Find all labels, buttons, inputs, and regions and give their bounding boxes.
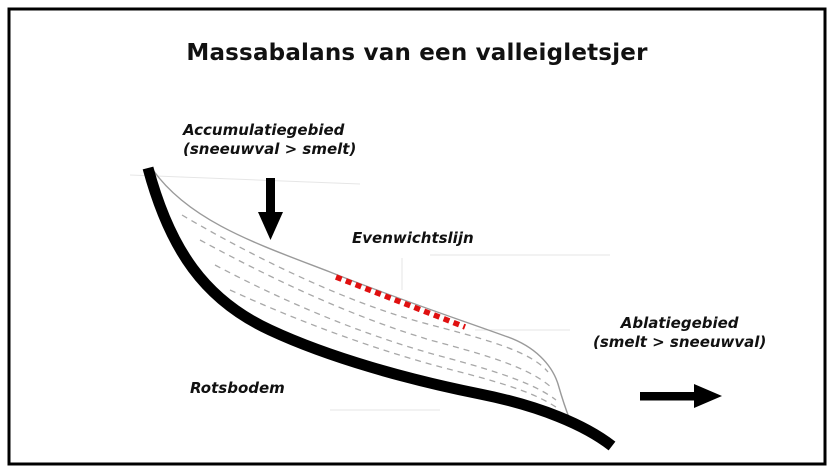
ablation-zone-label: Ablatiegebied (smelt > sneeuwval) [593, 314, 766, 352]
equilibrium-line-label: Evenwichtslijn [352, 229, 474, 247]
accumulation-zone-label: Accumulatiegebied (sneeuwval > smelt) [183, 121, 356, 159]
bedrock-label: Rotsbodem [190, 379, 285, 397]
frame-border [7, 7, 827, 466]
accumulation-label-line1: Accumulatiegebied [183, 121, 345, 139]
accumulation-label-line2: (sneeuwval > smelt) [183, 140, 357, 158]
background-guides [129, 174, 610, 411]
ablation-label-line2: (smelt > sneeuwval) [593, 333, 767, 351]
diagram-title: Massabalans van een valleigletsjer [186, 40, 648, 66]
arrow-right-icon [640, 384, 722, 408]
glacier-surface-line [152, 169, 571, 421]
ablation-label-line1: Ablatiegebied [620, 314, 739, 332]
bedrock-line [142, 166, 616, 451]
glacier-flow-lines [181, 214, 561, 411]
equilibrium-line [335, 274, 466, 330]
arrow-down-icon [258, 178, 283, 240]
